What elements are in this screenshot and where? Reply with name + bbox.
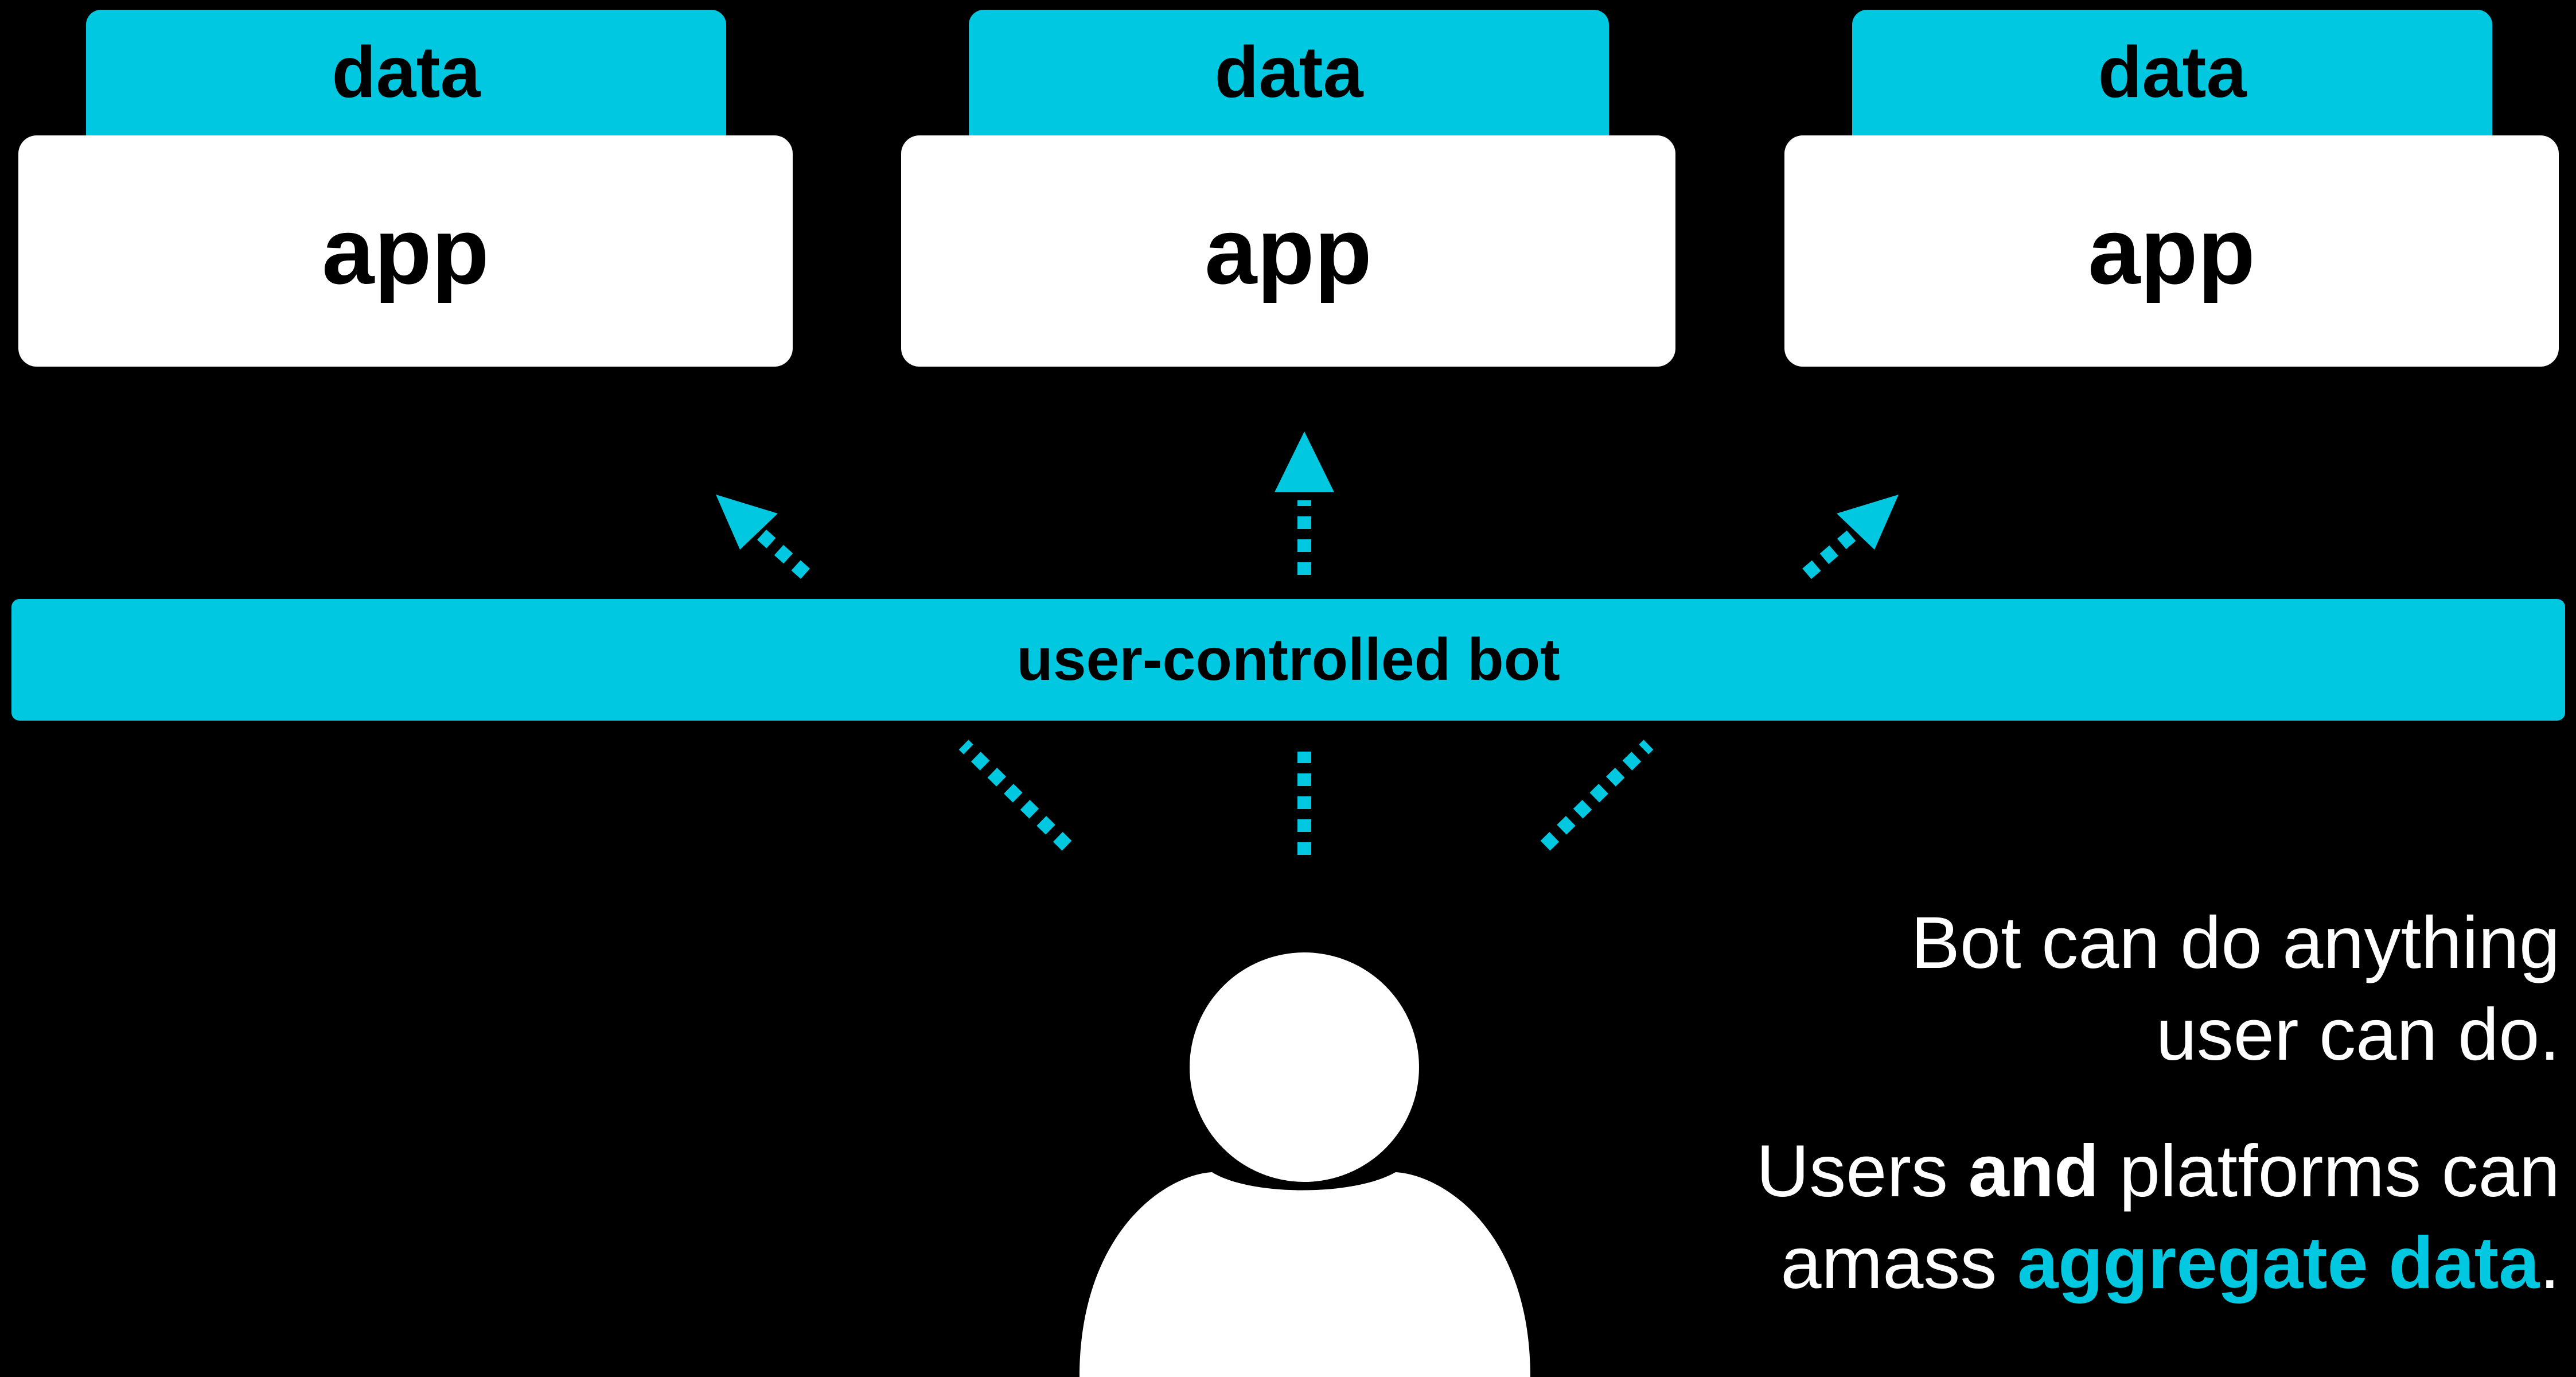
data-label-3: data: [2098, 32, 2247, 112]
app-label-1: app: [322, 198, 489, 304]
caption-line-4: amass aggregate data.: [1756, 1217, 2560, 1309]
data-label-2: data: [1214, 32, 1363, 112]
caption-bot-capability: Bot can do anything user can do.: [1911, 897, 2561, 1081]
app-box-2: app: [901, 135, 1675, 367]
caption-line-3: Users and platforms can: [1756, 1126, 2560, 1217]
arrow-bot-to-app-1: [716, 495, 810, 579]
user-icon: [1079, 952, 1530, 1377]
app-label-3: app: [2088, 198, 2255, 304]
data-tab-3: data: [1852, 10, 2492, 147]
bot-label: user-controlled bot: [1016, 627, 1560, 693]
arrowhead-icon: [1275, 431, 1334, 492]
data-tab-2: data: [969, 10, 1609, 147]
caption-line-4-accent: aggregate data: [2017, 1222, 2540, 1304]
caption-line-2: user can do.: [2156, 994, 2560, 1076]
user-controlled-bot-bar: user-controlled bot: [11, 599, 2565, 721]
app-box-1: app: [18, 135, 793, 367]
caption-line-3-pre: Users: [1756, 1130, 1969, 1212]
data-tab-1: data: [86, 10, 726, 147]
caption-line-4-post: .: [2539, 1222, 2560, 1304]
user-body: [1079, 1172, 1530, 1377]
caption-line-4-pre: amass: [1780, 1222, 2017, 1304]
data-label-1: data: [332, 32, 481, 112]
user-head: [1190, 952, 1419, 1182]
caption-line-3-bold: and: [1968, 1130, 2099, 1212]
dotted-line-user-left: [958, 740, 1072, 851]
arrow-bot-to-app-2: [1275, 431, 1334, 575]
arrow-bot-to-app-3: [1802, 495, 1899, 579]
dotted-line-user-right: [1540, 740, 1654, 851]
app-label-2: app: [1205, 198, 1372, 304]
caption-aggregate-data: Users and platforms can amass aggregate …: [1756, 1126, 2560, 1309]
caption-line-1: Bot can do anything: [1911, 902, 2561, 984]
arrowhead-icon: [1837, 495, 1899, 550]
caption-line-3-post: platforms can: [2099, 1130, 2560, 1212]
arrowhead-icon: [716, 495, 778, 550]
app-box-3: app: [1784, 135, 2559, 367]
